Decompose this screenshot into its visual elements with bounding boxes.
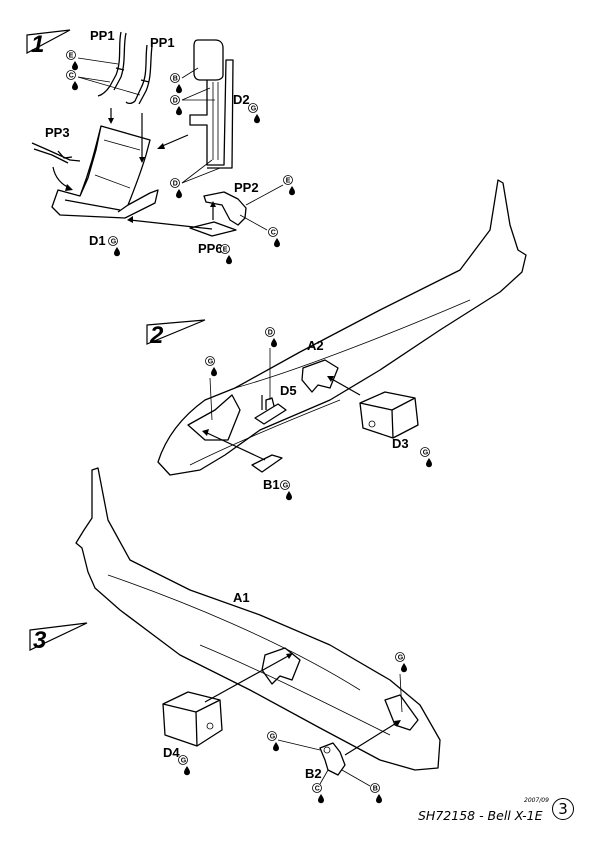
- svg-text:G: G: [423, 450, 429, 457]
- d2-label: D2: [233, 92, 250, 107]
- paint-callout-g-d4: G: [178, 755, 190, 776]
- pp2-part: [203, 191, 247, 226]
- paint-callout-d-d5: D: [265, 327, 277, 348]
- paint-callout-c: C: [66, 70, 78, 91]
- svg-text:E: E: [286, 178, 291, 185]
- paint-callout-g-d1: G: [108, 236, 120, 257]
- svg-text:E: E: [223, 247, 228, 254]
- paint-callout-c-pp2: C: [268, 227, 280, 248]
- block-d3: [359, 391, 419, 439]
- d4-label: D4: [163, 745, 180, 760]
- b2-label: B2: [305, 766, 322, 781]
- svg-text:G: G: [111, 239, 117, 246]
- print-date: 2007/09: [524, 797, 549, 804]
- svg-text:G: G: [283, 483, 289, 490]
- pp3-label: PP3: [45, 125, 70, 140]
- backrest-d2: [189, 39, 234, 169]
- fuselage-a1: [75, 467, 441, 771]
- kit-title: SH72158 - Bell X-1E: [418, 808, 543, 823]
- paint-callout-e-pp2: E: [283, 175, 295, 196]
- pp1-label-left: PP1: [90, 28, 115, 43]
- paint-callout-g-d3: G: [420, 447, 432, 468]
- svg-text:D: D: [268, 330, 273, 337]
- paint-callout-e: E: [66, 50, 78, 71]
- step-3-number: 3: [33, 627, 47, 654]
- pp1-belt-left: [97, 31, 127, 97]
- fuselage-a2: [157, 179, 527, 476]
- part-b2: [319, 742, 346, 776]
- svg-text:G: G: [251, 106, 257, 113]
- paint-callout-d: D: [170, 95, 182, 116]
- block-d4: [162, 691, 223, 747]
- d1-label: D1: [89, 233, 106, 248]
- svg-text:G: G: [208, 359, 214, 366]
- step-2-flag: [146, 319, 206, 345]
- seat-d1: [51, 125, 159, 219]
- d5-label: D5: [280, 383, 297, 398]
- paint-callout-g-a2: G: [205, 356, 217, 377]
- paint-callouts: E C B D G: [66, 50, 432, 804]
- step-3-group: 3 A1 D4 B2: [29, 467, 441, 781]
- paint-callout-g-b2: G: [267, 731, 279, 752]
- svg-text:B: B: [373, 786, 378, 793]
- svg-text:C: C: [315, 786, 320, 793]
- cockpit-opening-a1: [384, 694, 419, 731]
- paint-callout-b-b2: B: [370, 783, 382, 804]
- svg-text:E: E: [69, 53, 74, 60]
- pp2-label: PP2: [234, 180, 259, 195]
- paint-callout-e-pp6: E: [220, 244, 232, 265]
- paint-callout-d-lower: D: [170, 178, 182, 199]
- paint-callout-g-a1: G: [395, 652, 407, 673]
- pp3-harness: [31, 142, 81, 164]
- svg-text:B: B: [173, 76, 178, 83]
- svg-text:D: D: [173, 98, 178, 105]
- step-1-group: 1 PP1 PP1 D1 PP3 D2 PP2 PP6: [26, 28, 259, 256]
- paint-callout-b: B: [170, 73, 182, 94]
- svg-text:C: C: [271, 230, 276, 237]
- step-2-number: 2: [149, 322, 164, 349]
- d3-label: D3: [392, 436, 409, 451]
- b1-label: B1: [263, 477, 280, 492]
- step-3-flag: [29, 622, 88, 651]
- svg-text:C: C: [69, 73, 74, 80]
- part-d5: [254, 397, 287, 425]
- page-number: 3: [552, 798, 574, 820]
- paint-callout-c-b2: C: [312, 783, 324, 804]
- a1-label: A1: [233, 590, 250, 605]
- pp6-label: PP6: [198, 241, 223, 256]
- step-2-group: 2 A2 D3 D5 B1: [146, 179, 527, 492]
- pp1-label-right: PP1: [150, 35, 175, 50]
- svg-text:G: G: [398, 655, 404, 662]
- svg-text:D: D: [173, 181, 178, 188]
- pp6-part: [189, 221, 237, 237]
- d3-arrow: [329, 377, 361, 396]
- paint-callout-g-b1: G: [280, 480, 292, 501]
- pp1-belt-right: [125, 44, 153, 105]
- svg-text:G: G: [270, 734, 276, 741]
- paint-callout-g: G: [248, 103, 260, 124]
- step-1-number: 1: [31, 31, 44, 58]
- wheel-well-a2: [301, 359, 339, 393]
- a2-label: A2: [307, 338, 324, 353]
- cockpit-opening-a2: [187, 394, 241, 441]
- step-1-flag: [26, 29, 71, 55]
- d4-arrow: [204, 654, 291, 703]
- part-b1: [251, 454, 283, 473]
- svg-text:G: G: [181, 758, 187, 765]
- b2-arrow: [344, 721, 399, 756]
- wheel-well-a1: [261, 647, 301, 685]
- d2-arrow: [159, 134, 189, 148]
